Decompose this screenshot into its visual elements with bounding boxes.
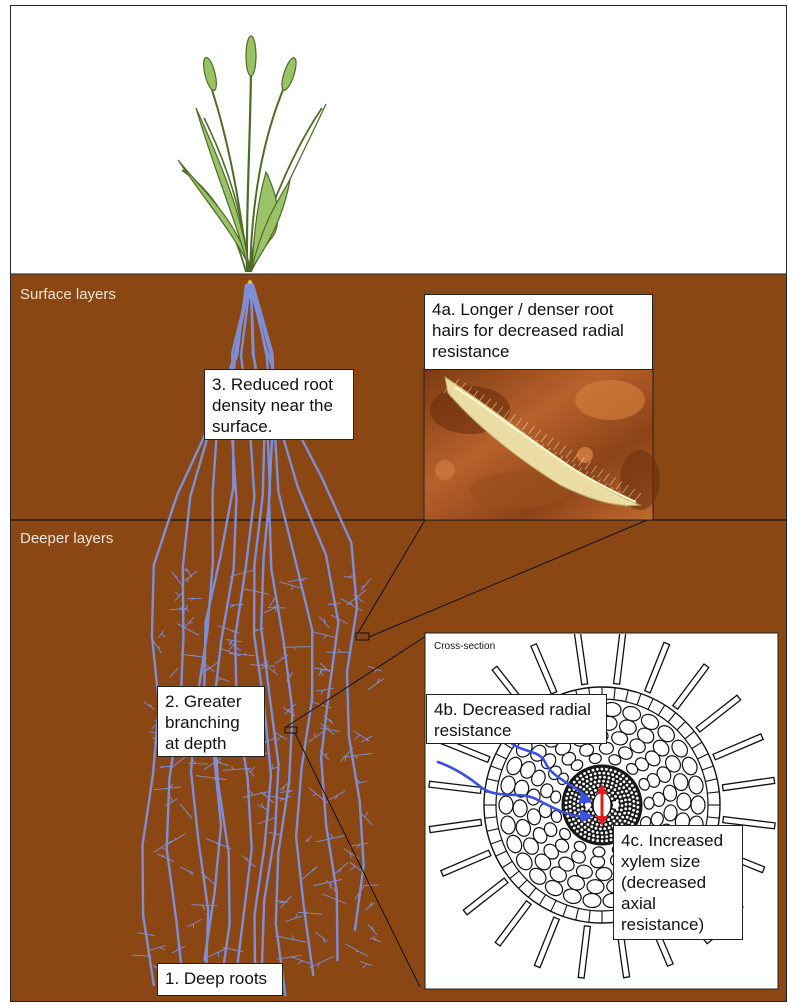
callout-root-hairs: 4a. Longer / denser root hairs for decre… xyxy=(424,294,653,370)
cross-section-title: Cross-section xyxy=(434,641,495,652)
callout-xylem-size: 4c. Increased xylem size (decreased axia… xyxy=(613,825,743,940)
callout-deep-roots: 1. Deep roots xyxy=(157,963,283,996)
callout-radial-resistance: 4b. Decreased radial resistance xyxy=(426,694,607,744)
root-hair-photo xyxy=(424,368,660,520)
callout-branching: 2. Greater branching at depth xyxy=(157,686,265,757)
deeper-layers-label: Deeper layers xyxy=(20,530,113,547)
callout-reduced-density: 3. Reduced root density near the surface… xyxy=(204,369,354,440)
plant-shoot xyxy=(178,36,326,298)
surface-layers-label: Surface layers xyxy=(20,286,116,303)
